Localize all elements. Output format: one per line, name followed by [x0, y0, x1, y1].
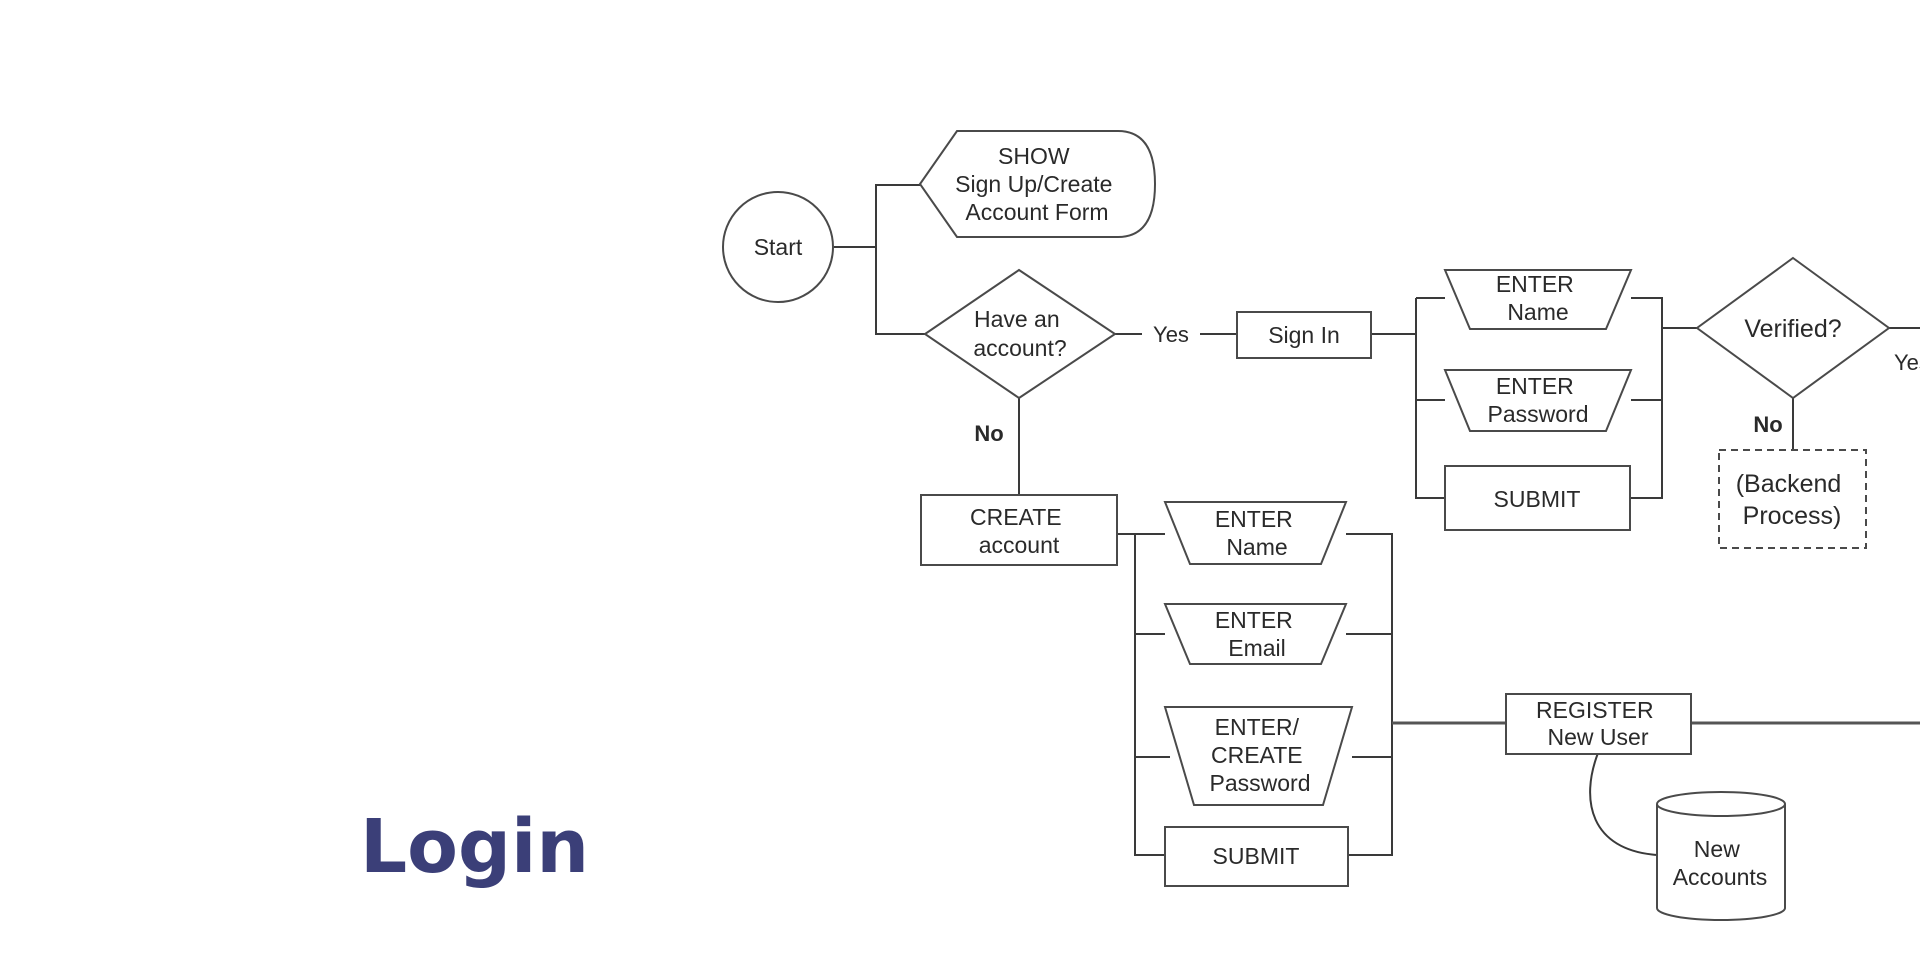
- yes-edge-label: Yes: [1153, 322, 1189, 347]
- create-account-line-1: CREATE: [970, 504, 1062, 530]
- create-enter-email-label: ENTER Email: [1215, 607, 1299, 661]
- new-accounts-line-2: Accounts: [1673, 864, 1768, 890]
- new-accounts-line-1: New: [1694, 836, 1740, 862]
- connector-register-to-db: [1589, 752, 1658, 856]
- create-account-label: CREATE account: [970, 504, 1068, 558]
- connector-create-left-rail: [1134, 534, 1165, 856]
- connector-create-right-rail: [1346, 533, 1393, 856]
- create-enter-name-shape: [1163, 501, 1348, 565]
- signin-submit-box: [1444, 465, 1631, 531]
- create-enter-email-line-2: Email: [1228, 635, 1286, 661]
- create-account-box: [920, 494, 1118, 566]
- register-line-1: REGISTER: [1536, 697, 1654, 723]
- create-enter-password-line-1: ENTER/: [1215, 714, 1300, 740]
- verified-diamond: [1695, 256, 1891, 400]
- verified-label: Verified?: [1744, 315, 1841, 343]
- have-account-diamond: [923, 268, 1117, 400]
- new-accounts-database: New Accounts: [1656, 791, 1786, 921]
- backend-process-node: (Backend Process): [1718, 449, 1867, 549]
- verified-decision: Verified?: [1695, 256, 1891, 400]
- sign-in-box: [1236, 311, 1372, 359]
- connector-signin-left-rail: [1415, 298, 1445, 499]
- signin-enter-name-node: ENTER Name: [1443, 269, 1633, 330]
- show-form-node: SHOW Sign Up/Create Account Form: [918, 130, 1157, 238]
- signin-enter-password-line-1: ENTER: [1496, 373, 1574, 399]
- create-enter-name-label: ENTER Name: [1215, 506, 1299, 560]
- show-form-line-3: Account Form: [965, 199, 1108, 225]
- register-label: REGISTER New User: [1536, 697, 1660, 750]
- signin-enter-name-line-2: Name: [1507, 299, 1568, 325]
- create-enter-password-node: ENTER/ CREATE Password: [1163, 706, 1354, 806]
- signin-enter-name-label: ENTER Name: [1496, 271, 1580, 325]
- show-form-line-1: SHOW: [998, 143, 1070, 169]
- signin-enter-password-node: ENTER Password: [1443, 369, 1633, 432]
- show-form-line-2: Sign Up/Create: [955, 171, 1112, 197]
- create-enter-email-node: ENTER Email: [1163, 603, 1348, 665]
- register-line-2: New User: [1548, 724, 1649, 750]
- signin-submit-label: SUBMIT: [1494, 486, 1581, 512]
- verified-no-label: No: [1753, 412, 1782, 437]
- no-edge-label: No: [974, 421, 1003, 446]
- register-node: REGISTER New User: [1505, 693, 1692, 755]
- signin-submit-node: SUBMIT: [1444, 465, 1631, 531]
- create-enter-password-line-2: CREATE: [1211, 742, 1303, 768]
- have-account-decision: Have an account?: [923, 268, 1117, 400]
- page-title: Login: [360, 804, 590, 890]
- backend-process-line-1: (Backend: [1736, 470, 1842, 498]
- signin-enter-password-line-2: Password: [1488, 401, 1589, 427]
- create-enter-password-shape: [1163, 706, 1354, 806]
- backend-process-box: [1718, 449, 1867, 549]
- flow-connectors: [834, 184, 1920, 856]
- new-accounts-cylinder-top: [1656, 791, 1786, 817]
- have-account-line-1: Have an: [974, 306, 1060, 332]
- new-accounts-cylinder-body: [1656, 804, 1786, 921]
- show-form-label: SHOW Sign Up/Create Account Form: [955, 143, 1119, 225]
- start-label: Start: [754, 234, 803, 260]
- create-enter-name-node: ENTER Name: [1163, 501, 1348, 565]
- signin-enter-name-shape: [1443, 269, 1633, 330]
- connector-signin-right-rail: [1630, 297, 1663, 499]
- backend-process-line-2: Process): [1743, 502, 1842, 530]
- create-submit-label: SUBMIT: [1213, 843, 1300, 869]
- have-account-line-2: account?: [973, 335, 1066, 361]
- create-enter-password-label: ENTER/ CREATE Password: [1210, 714, 1311, 796]
- create-enter-name-line-2: Name: [1226, 534, 1287, 560]
- signin-enter-password-shape: [1443, 369, 1633, 432]
- show-form-shape: [918, 130, 1157, 238]
- create-account-line-2: account: [979, 532, 1060, 558]
- create-enter-email-shape: [1163, 603, 1348, 665]
- create-submit-node: SUBMIT: [1164, 826, 1349, 887]
- create-account-node: CREATE account: [920, 494, 1118, 566]
- verified-yes-label: Yes: [1894, 350, 1920, 375]
- create-enter-email-line-1: ENTER: [1215, 607, 1293, 633]
- new-accounts-label: New Accounts: [1673, 836, 1768, 890]
- sign-in-node: Sign In: [1236, 311, 1372, 359]
- have-account-label: Have an account?: [973, 306, 1066, 361]
- create-enter-name-line-1: ENTER: [1215, 506, 1293, 532]
- signin-enter-name-line-1: ENTER: [1496, 271, 1574, 297]
- signin-enter-password-label: ENTER Password: [1488, 373, 1589, 427]
- create-enter-password-line-3: Password: [1210, 770, 1311, 796]
- register-box: [1505, 693, 1692, 755]
- start-node: Start: [722, 191, 834, 303]
- connector-start-to-show: [834, 184, 920, 248]
- backend-process-label: (Backend Process): [1736, 470, 1849, 530]
- connector-start-to-decision: [875, 247, 925, 335]
- sign-in-label: Sign In: [1268, 322, 1340, 348]
- start-circle: [722, 191, 834, 303]
- create-submit-box: [1164, 826, 1349, 887]
